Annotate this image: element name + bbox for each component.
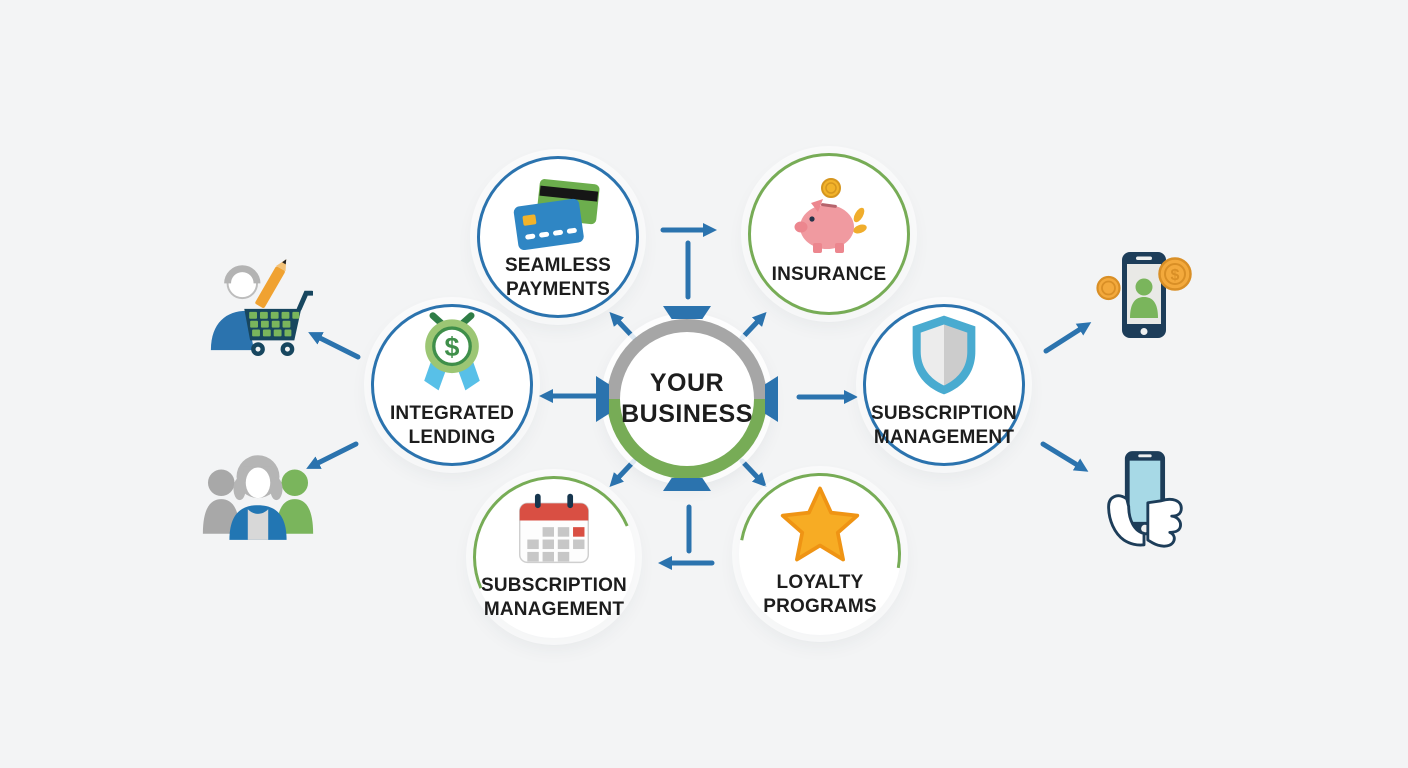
node-label: SUBSCRIPTION MANAGEMENT	[481, 575, 627, 620]
hub-tab-left	[596, 376, 609, 422]
arrow-to-shopper	[308, 332, 361, 360]
hub-tab-right	[765, 376, 778, 422]
node-integrated-lending: $ INTEGRATED LENDING	[371, 304, 533, 466]
mobile-payment-coins-icon: $	[1092, 246, 1192, 344]
node-label: INTEGRATED LENDING	[389, 403, 515, 448]
arrow-to-hands-phone	[1040, 441, 1089, 472]
dollar-badge-icon: $	[406, 312, 498, 398]
node-label: LOYALTY PROGRAMS	[763, 572, 877, 617]
piggy-bank-icon	[787, 177, 871, 259]
calendar-icon	[508, 488, 600, 570]
arrow-to-mobile-payment	[1043, 322, 1092, 354]
node-loyalty-programs: LOYALTY PROGRAMS	[707, 441, 933, 667]
shield-icon	[902, 315, 986, 398]
svg-text:$: $	[1171, 267, 1180, 284]
node-subscription-management-right: SUBSCRIPTION MANAGEMENT	[863, 304, 1025, 466]
customer-group-icon	[200, 446, 316, 544]
credit-cards-icon	[512, 168, 604, 251]
shopper-with-cart-icon	[203, 252, 315, 358]
hub-label: YOUR BUSINESS	[621, 368, 753, 428]
hub-tab-top	[663, 306, 711, 319]
node-label: SUBSCRIPTION MANAGEMENT	[871, 403, 1017, 448]
node-seamless-payments: SEAMLESS PAYMENTS	[477, 156, 639, 318]
node-subscription-management-bottom: SUBSCRIPTION MANAGEMENT	[448, 451, 660, 663]
node-label: INSURANCE	[771, 264, 887, 286]
hub-inner-circle: YOUR BUSINESS	[620, 332, 754, 466]
node-label: SEAMLESS PAYMENTS	[504, 255, 612, 300]
hands-holding-phone-icon	[1100, 446, 1188, 548]
star-icon	[774, 485, 866, 567]
svg-text:$: $	[445, 332, 460, 362]
node-insurance: INSURANCE	[748, 153, 910, 315]
hub-tab-bottom	[663, 478, 711, 491]
central-hub: YOUR BUSINESS	[596, 306, 778, 491]
arrow-to-customers	[306, 441, 359, 469]
